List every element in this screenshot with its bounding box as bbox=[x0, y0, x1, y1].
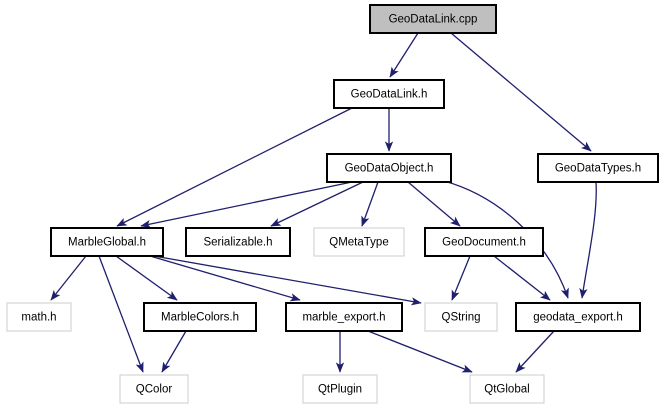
edge-geodataobject-h-to-serializable-h bbox=[270, 181, 364, 227]
graph-node-geodatalink-cpp[interactable]: GeoDataLink.cpp bbox=[369, 4, 497, 34]
graph-node-marble-export-h[interactable]: marble_export.h bbox=[285, 302, 403, 332]
node-label: GeoDataLink.h bbox=[351, 89, 428, 101]
edge-marbleglobal-h-to-math-h bbox=[50, 255, 87, 301]
edge-marble-export-h-to-qtglobal bbox=[367, 330, 473, 373]
node-label: marble_export.h bbox=[302, 312, 385, 324]
node-label: MarbleGlobal.h bbox=[68, 237, 146, 249]
graph-node-qmetatype[interactable]: QMetaType bbox=[313, 227, 405, 257]
node-box[interactable] bbox=[302, 374, 378, 404]
graph-node-geodata-export-h[interactable]: geodata_export.h bbox=[515, 302, 641, 332]
graph-node-geodataobject-h[interactable]: GeoDataObject.h bbox=[326, 153, 452, 183]
edge-geodocument-h-to-geodata-export-h bbox=[493, 255, 551, 301]
node-label: QString bbox=[442, 312, 481, 324]
edge-geodataobject-h-to-geodata-export-h bbox=[443, 180, 569, 299]
graph-node-marblecolors-h[interactable]: MarbleColors.h bbox=[143, 302, 257, 332]
graph-node-qtglobal[interactable]: QtGlobal bbox=[469, 374, 545, 404]
graph-node-marbleglobal-h[interactable]: MarbleGlobal.h bbox=[50, 227, 164, 257]
node-box[interactable] bbox=[424, 227, 544, 257]
edge-marbleglobal-h-to-marblecolors-h bbox=[115, 255, 178, 301]
node-box[interactable] bbox=[50, 227, 164, 257]
node-label: MarbleColors.h bbox=[161, 312, 239, 324]
graph-node-math-h[interactable]: math.h bbox=[6, 302, 72, 332]
node-label: Serializable.h bbox=[203, 237, 272, 249]
edge-geodatalink-cpp-to-geodatatypes-h bbox=[450, 32, 592, 152]
node-box[interactable] bbox=[537, 153, 659, 183]
graph-node-geodocument-h[interactable]: GeoDocument.h bbox=[424, 227, 544, 257]
edge-geodataobject-h-to-marbleglobal-h bbox=[140, 181, 353, 229]
node-box[interactable] bbox=[313, 227, 405, 257]
graph-node-qcolor[interactable]: QColor bbox=[119, 374, 189, 404]
node-box[interactable] bbox=[6, 302, 72, 332]
graph-node-qstring[interactable]: QString bbox=[424, 302, 498, 332]
node-box[interactable] bbox=[469, 374, 545, 404]
node-box[interactable] bbox=[333, 79, 445, 109]
node-label: QtGlobal bbox=[484, 384, 529, 396]
graph-node-geodatatypes-h[interactable]: GeoDataTypes.h bbox=[537, 153, 659, 183]
node-box[interactable] bbox=[119, 374, 189, 404]
node-box[interactable] bbox=[515, 302, 641, 332]
edge-geodataobject-h-to-qmetatype bbox=[361, 181, 379, 227]
node-box[interactable] bbox=[185, 227, 291, 257]
node-label: QtPlugin bbox=[318, 384, 362, 396]
node-label: geodata_export.h bbox=[533, 312, 623, 324]
edge-geodatalink-cpp-to-geodatalink-h bbox=[389, 32, 419, 78]
edge-geodataobject-h-to-geodocument-h bbox=[407, 181, 461, 227]
edge-geodata-export-h-to-qtglobal bbox=[515, 330, 555, 373]
node-label: QColor bbox=[136, 384, 173, 396]
edge-geodatatypes-h-to-geodata-export-h bbox=[579, 181, 597, 299]
node-label: GeoDataObject.h bbox=[345, 163, 434, 175]
node-label: QMetaType bbox=[329, 237, 388, 249]
node-layer: GeoDataLink.cppGeoDataLink.hGeoDataObjec… bbox=[6, 4, 659, 404]
edge-marbleglobal-h-to-qstring bbox=[153, 255, 422, 306]
edge-layer bbox=[50, 32, 597, 373]
edge-geodatalink-h-to-marbleglobal-h bbox=[116, 107, 353, 227]
node-box[interactable] bbox=[369, 4, 497, 34]
node-label: GeoDocument.h bbox=[442, 237, 526, 249]
edge-marbleglobal-h-to-qcolor bbox=[98, 255, 144, 373]
graph-node-serializable-h[interactable]: Serializable.h bbox=[185, 227, 291, 257]
node-box[interactable] bbox=[143, 302, 257, 332]
node-box[interactable] bbox=[424, 302, 498, 332]
node-label: math.h bbox=[21, 312, 56, 324]
edge-marbleglobal-h-to-marble-export-h bbox=[149, 255, 301, 302]
edge-geodocument-h-to-qstring bbox=[451, 255, 471, 301]
graph-node-qtplugin[interactable]: QtPlugin bbox=[302, 374, 378, 404]
node-label: GeoDataLink.cpp bbox=[389, 14, 478, 26]
graph-node-geodatalink-h[interactable]: GeoDataLink.h bbox=[333, 79, 445, 109]
node-box[interactable] bbox=[285, 302, 403, 332]
node-label: GeoDataTypes.h bbox=[555, 163, 641, 175]
node-box[interactable] bbox=[326, 153, 452, 183]
edge-marblecolors-h-to-qcolor bbox=[161, 330, 187, 373]
